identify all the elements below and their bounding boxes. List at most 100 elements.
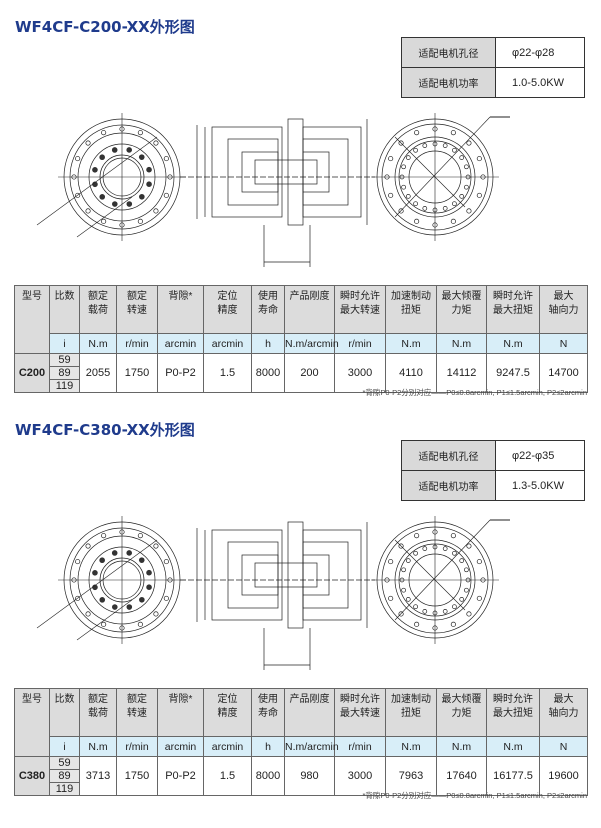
bolt-hole: [99, 557, 105, 564]
bolt-hole: [450, 130, 456, 136]
bolt-hole: [138, 154, 145, 160]
column-header: 型号: [14, 688, 50, 757]
header-text: 瞬时允许: [493, 291, 533, 302]
value-cell: 1750: [116, 756, 158, 796]
ratio-cell: 119: [49, 782, 80, 796]
column-header: 加速制动扭矩: [385, 285, 437, 334]
bolt-hole: [422, 143, 428, 148]
unit-cell: N.m: [79, 736, 117, 757]
value-cell: 19600: [539, 756, 588, 796]
header-row: 型号比数额定载荷额定转速背隙*定位精度使用寿命产品刚度瞬时允许最大转速加速制动扭…: [14, 285, 588, 354]
motor-spec-label: 适配电机孔径: [401, 440, 496, 471]
unit-cell: i: [49, 333, 80, 354]
unit-cell: N.m: [385, 736, 437, 757]
header-text: 比数: [54, 291, 75, 302]
bolt-hole: [405, 558, 411, 563]
header-text: 瞬时允许: [340, 694, 380, 705]
bolt-hole: [452, 604, 457, 610]
side-view: [180, 118, 375, 267]
backlash-note: *背隙P0-P2分别对应——P0≤0.8arcmin, P1≤1.5arcmin…: [362, 388, 587, 397]
column-header: 额定载荷: [79, 688, 117, 737]
bolt-hole: [137, 621, 143, 627]
header-text: 定位: [217, 694, 238, 705]
column-header: 定位精度: [203, 285, 252, 334]
value-cell: 1750: [116, 353, 158, 393]
bolt-hole: [163, 595, 169, 601]
value-cell: 14700: [539, 353, 588, 393]
value-cell: 8000: [251, 353, 285, 393]
bolt-hole: [126, 147, 132, 153]
header-text: 最大扭矩: [493, 305, 533, 316]
front-view: [36, 113, 186, 241]
value-cell: 3000: [334, 756, 386, 796]
value-cell: 200: [284, 353, 335, 393]
bolt-hole: [92, 584, 98, 591]
bolt-hole: [464, 587, 469, 593]
bolt-hole: [75, 595, 81, 601]
bolt-hole: [459, 597, 465, 602]
bolt-hole: [466, 140, 472, 146]
bolt-hole: [422, 206, 428, 211]
header-text: 载荷: [88, 708, 108, 719]
bolt-hole: [466, 208, 472, 214]
bolt-hole: [146, 569, 152, 576]
column-header: 最大倾覆力矩: [436, 688, 487, 737]
column-header: 瞬时允许最大扭矩: [486, 688, 540, 737]
bolt-hole: [163, 559, 169, 565]
bolt-hole: [99, 194, 106, 200]
model-cell: C200: [14, 353, 50, 393]
column-header: 型号: [14, 285, 50, 354]
section-title: WF4CF-C200-XX外形图: [15, 18, 195, 36]
header-text: 最大: [553, 694, 574, 705]
column-header: 定位精度: [203, 688, 252, 737]
side-view: [180, 521, 375, 670]
unit-cell: N.m: [436, 333, 487, 354]
bolt-hole: [153, 208, 159, 214]
bolt-hole: [413, 550, 418, 556]
unit-cell: N.m: [486, 736, 540, 757]
header-text: 背隙*: [168, 694, 193, 705]
header-text: 定位: [217, 291, 238, 302]
bolt-hole: [101, 130, 107, 136]
table-row: 119: [15, 379, 588, 393]
bolt-hole: [137, 533, 143, 539]
column-header: 使用寿命: [251, 285, 285, 334]
unit-cell: N.m: [385, 333, 437, 354]
bolt-hole: [92, 570, 98, 576]
motor-spec-value: φ22-φ28: [495, 37, 585, 68]
bolt-hole: [398, 611, 404, 617]
bolt-hole: [75, 156, 81, 162]
bolt-hole: [75, 559, 81, 565]
header-text: 转速: [127, 305, 147, 316]
bolt-hole: [153, 140, 159, 146]
header-text: 力矩: [451, 305, 472, 316]
bolt-hole: [146, 584, 152, 590]
bolt-hole: [459, 558, 465, 563]
unit-cell: N: [539, 333, 588, 354]
bolt-hole: [112, 201, 118, 207]
header-text: 型号: [22, 694, 42, 705]
header-text: 最大转速: [340, 708, 380, 719]
column-header: 瞬时允许最大扭矩: [486, 285, 540, 334]
bolt-hole: [401, 184, 406, 190]
header-text: 最大: [553, 291, 574, 302]
header-text: 额定: [88, 291, 108, 302]
header-text: 寿命: [258, 305, 278, 316]
value-cell: P0-P2: [157, 756, 204, 796]
header-text: 使用: [258, 291, 278, 302]
dimension-drawing: [0, 510, 601, 680]
rear-view: [371, 113, 510, 241]
bolt-hole: [450, 533, 456, 539]
rear-view: [371, 516, 510, 644]
header-text: 寿命: [258, 708, 278, 719]
section-title: WF4CF-C380-XX外形图: [15, 421, 195, 439]
bolt-hole: [101, 533, 107, 539]
bolt-hole: [464, 184, 469, 190]
unit-cell: r/min: [116, 736, 158, 757]
header-text: 加速制动: [391, 694, 431, 705]
header-text: 转速: [127, 708, 147, 719]
